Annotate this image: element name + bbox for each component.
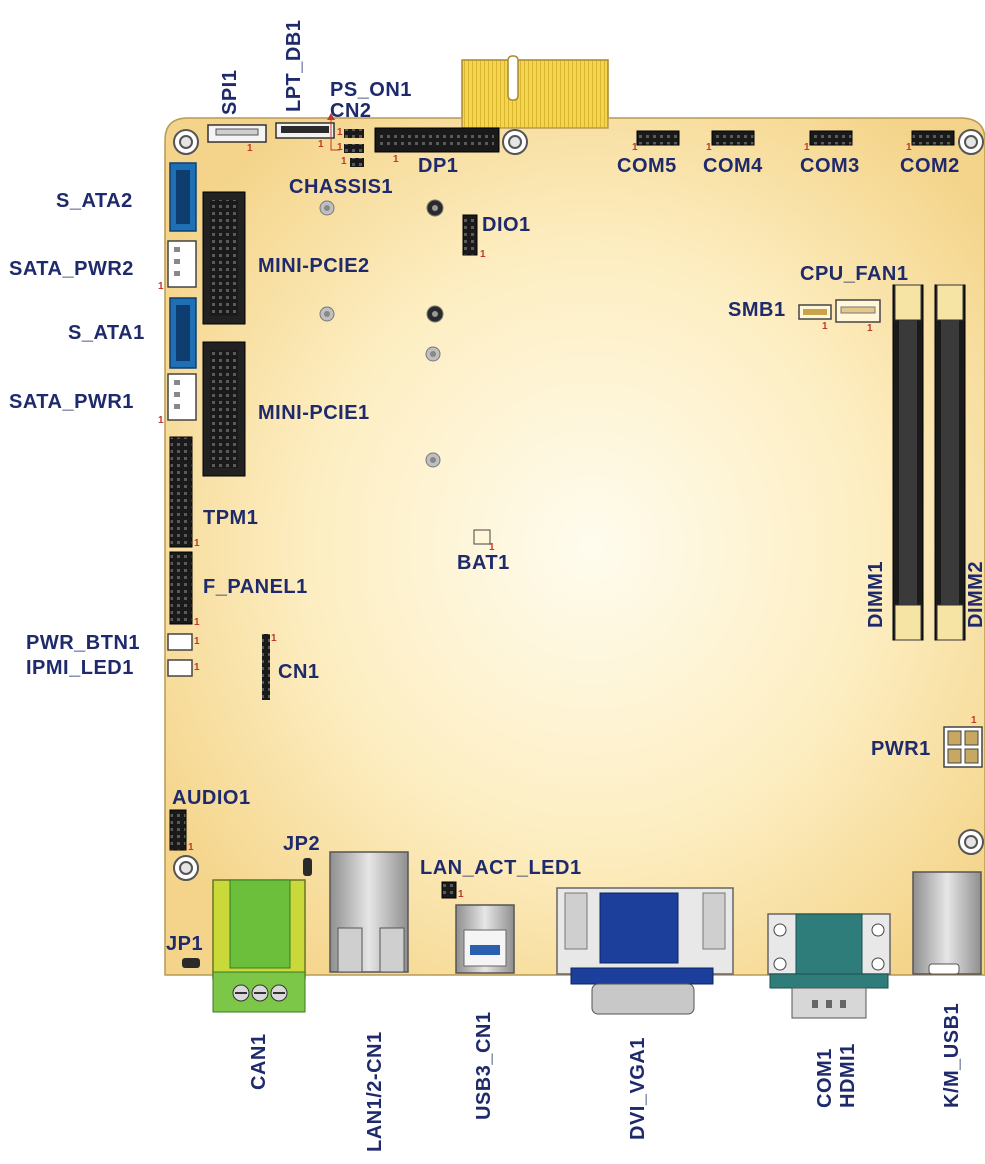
- label-com2: COM2: [900, 156, 960, 176]
- label-dimm2: DIMM2: [966, 561, 985, 628]
- pin1-marker-sata-pwr2: 1: [158, 282, 164, 292]
- pin1-marker-cn1: 1: [271, 634, 277, 644]
- bat1-connector: [474, 530, 490, 544]
- pin1-marker-cn2: 1: [337, 143, 343, 153]
- lpt-db1-connector: [276, 123, 334, 138]
- label-km-usb1: K/M_USB1: [942, 1003, 962, 1108]
- label-pwr-btn1: PWR_BTN1: [26, 633, 140, 653]
- label-dimm1: DIMM1: [866, 561, 886, 628]
- jp1-jumper: [182, 958, 200, 968]
- label-smb1: SMB1: [728, 300, 786, 320]
- label-dp1: DP1: [418, 156, 458, 176]
- lan-connector: [330, 852, 408, 972]
- label-s-ata1: S_ATA1: [68, 323, 145, 343]
- pin1-marker-dio1: 1: [480, 250, 486, 260]
- km-usb1-connector: [913, 872, 981, 974]
- label-ps-on1: PS_ON1: [330, 80, 412, 100]
- label-can1: CAN1: [249, 1034, 269, 1090]
- label-jp1: JP1: [166, 934, 203, 954]
- pin1-marker-spi1: 1: [247, 144, 253, 154]
- label-com5: COM5: [617, 156, 677, 176]
- label-lan-act-led1: LAN_ACT_LED1: [420, 858, 582, 878]
- label-sata-pwr1: SATA_PWR1: [9, 392, 134, 412]
- label-usb3-cn1: USB3_CN1: [474, 1012, 494, 1120]
- label-hdmi1: HDMI1: [838, 1043, 858, 1108]
- pin1-marker-f-panel1: 1: [194, 618, 200, 628]
- pin1-marker-audio1: 1: [188, 843, 194, 853]
- pin1-marker-sata-pwr1: 1: [158, 416, 164, 426]
- label-mini-pcie2: MINI-PCIE2: [258, 256, 370, 276]
- pin1-marker-cpu-fan1: 1: [867, 324, 873, 334]
- label-audio1: AUDIO1: [172, 788, 251, 808]
- label-tpm1: TPM1: [203, 508, 258, 528]
- jp2-jumper: [303, 858, 312, 876]
- com1-hdmi1-connector: [768, 914, 890, 1018]
- pin1-marker-tpm1: 1: [194, 539, 200, 549]
- pin1-marker-ps-on1: 1: [337, 128, 343, 138]
- lan-act-led1-header: [442, 882, 456, 898]
- label-spi1: SPI1: [220, 70, 240, 115]
- can1-connector: [213, 880, 305, 1012]
- audio1-header: [170, 810, 186, 850]
- pin1-marker-com2: 1: [906, 143, 912, 153]
- label-com4: COM4: [703, 156, 763, 176]
- label-f-panel1: F_PANEL1: [203, 577, 308, 597]
- tpm1-f-panel1-headers: [170, 437, 192, 624]
- pin1-marker-dp1: 1: [393, 155, 399, 165]
- pin1-marker-lpt-db1: 1: [318, 140, 324, 150]
- usb3-connector: [456, 905, 514, 973]
- pin1-marker-chassis1: 1: [341, 157, 347, 167]
- label-cpu-fan1: CPU_FAN1: [800, 264, 908, 284]
- pcie-edge-connector: [462, 56, 608, 130]
- label-s-ata2: S_ATA2: [56, 191, 133, 211]
- pin1-marker-com5: 1: [632, 143, 638, 153]
- pwr1-connector: [944, 727, 982, 767]
- pin1-marker-com4: 1: [706, 143, 712, 153]
- pin1-marker-pwr-btn1: 1: [194, 637, 200, 647]
- pin1-marker-ipmi-led1: 1: [194, 663, 200, 673]
- label-mini-pcie1: MINI-PCIE1: [258, 403, 370, 423]
- pin1-marker-pwr1: 1: [971, 716, 977, 726]
- label-pwr1: PWR1: [871, 739, 931, 759]
- dvi-vga-connector: [557, 888, 733, 1014]
- spi1-connector: [208, 125, 266, 142]
- label-cn1: CN1: [278, 662, 320, 682]
- cn1-header: [262, 634, 270, 700]
- pin1-marker-com3: 1: [804, 143, 810, 153]
- label-lpt-db1: LPT_DB1: [284, 20, 304, 112]
- label-bat1: BAT1: [457, 553, 510, 573]
- label-lan12-cn1: LAN1/2-CN1: [365, 1031, 385, 1152]
- label-com1: COM1: [815, 1048, 835, 1108]
- label-com3: COM3: [800, 156, 860, 176]
- label-cn2: CN2: [330, 101, 372, 121]
- label-ipmi-led1: IPMI_LED1: [26, 658, 134, 678]
- label-jp2: JP2: [283, 834, 320, 854]
- label-dvi-vga1: DVI_VGA1: [628, 1037, 648, 1140]
- label-sata-pwr2: SATA_PWR2: [9, 259, 134, 279]
- pin1-marker-bat1: 1: [489, 543, 495, 553]
- dio1-header: [463, 215, 477, 255]
- label-chassis1: CHASSIS1: [289, 177, 393, 197]
- label-dio1: DIO1: [482, 215, 531, 235]
- pin1-marker-smb1: 1: [822, 322, 828, 332]
- pin1-marker-lan-act-led1: 1: [458, 890, 464, 900]
